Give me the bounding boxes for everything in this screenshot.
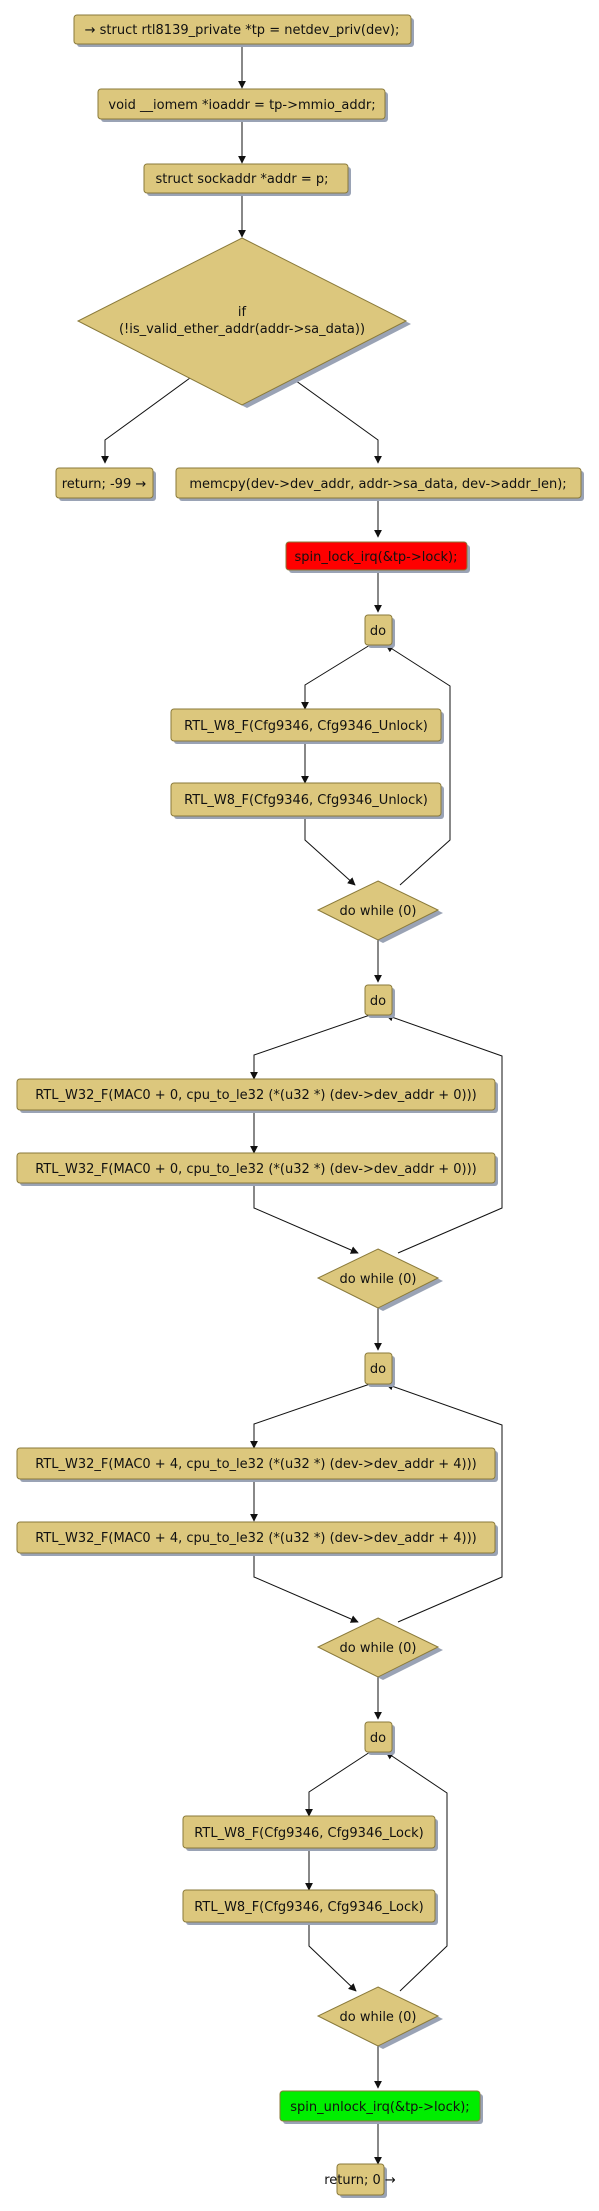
node-netdev-priv: → struct rtl8139_private *tp = netdev_pr… — [73, 14, 412, 45]
node-mac0-0-a: RTL_W32_F(MAC0 + 0, cpu_to_le32 (*(u32 *… — [16, 1078, 496, 1111]
decision-do-while-4: do while (0) — [316, 1986, 440, 2047]
decision-label-if: if — [238, 305, 247, 320]
node-label: do — [370, 624, 386, 639]
node-do-2: do — [364, 984, 393, 1016]
node-return-99: return; -99 → — [55, 467, 154, 499]
decision-label: do while (0) — [340, 1641, 417, 1656]
node-label: do — [370, 1362, 386, 1377]
decision-label: do while (0) — [340, 1272, 417, 1287]
node-spin-unlock: spin_unlock_irq(&tp->lock); — [279, 2090, 481, 2122]
node-label: RTL_W32_F(MAC0 + 0, cpu_to_le32 (*(u32 *… — [35, 1088, 477, 1103]
node-label: RTL_W8_F(Cfg9346, Cfg9346_Lock) — [194, 1900, 423, 1915]
node-label: spin_lock_irq(&tp->lock); — [295, 550, 458, 565]
decision-do-while-1: do while (0) — [316, 880, 440, 941]
node-label: RTL_W8_F(Cfg9346, Cfg9346_Unlock) — [184, 793, 428, 808]
node-label: RTL_W8_F(Cfg9346, Cfg9346_Lock) — [194, 1826, 423, 1841]
flow-edges — [101, 44, 503, 2165]
node-label: RTL_W32_F(MAC0 + 4, cpu_to_le32 (*(u32 *… — [35, 1531, 477, 1546]
node-mac0-4-b: RTL_W32_F(MAC0 + 4, cpu_to_le32 (*(u32 *… — [16, 1521, 496, 1554]
node-lock-b: RTL_W8_F(Cfg9346, Cfg9346_Lock) — [182, 1889, 436, 1923]
node-mac0-0-b: RTL_W32_F(MAC0 + 0, cpu_to_le32 (*(u32 *… — [16, 1152, 496, 1184]
decision-label: do while (0) — [340, 2010, 417, 2025]
decision-label-condition: (!is_valid_ether_addr(addr->sa_data)) — [119, 322, 365, 337]
node-label: void __iomem *ioaddr = tp->mmio_addr; — [108, 98, 375, 113]
node-label: RTL_W32_F(MAC0 + 4, cpu_to_le32 (*(u32 *… — [35, 1457, 477, 1472]
node-ioaddr: void __iomem *ioaddr = tp->mmio_addr; — [97, 88, 386, 120]
node-return-0: return; 0 → — [324, 2163, 396, 2196]
node-memcpy: memcpy(dev->dev_addr, addr->sa_data, dev… — [175, 467, 582, 499]
node-label: memcpy(dev->dev_addr, addr->sa_data, dev… — [189, 477, 566, 492]
node-do-1: do — [364, 614, 393, 646]
decision-do-while-3: do while (0) — [316, 1617, 440, 1678]
node-do-3: do — [364, 1352, 393, 1385]
node-unlock-b: RTL_W8_F(Cfg9346, Cfg9346_Unlock) — [170, 782, 442, 817]
node-label: return; 0 → — [324, 2173, 396, 2188]
node-spin-lock: spin_lock_irq(&tp->lock); — [285, 541, 468, 571]
node-label: spin_unlock_irq(&tp->lock); — [290, 2100, 469, 2115]
node-label: do — [370, 994, 386, 1009]
node-label: do — [370, 1731, 386, 1746]
node-mac0-4-a: RTL_W32_F(MAC0 + 4, cpu_to_le32 (*(u32 *… — [16, 1447, 496, 1480]
node-label: return; -99 → — [62, 477, 147, 492]
node-label: RTL_W8_F(Cfg9346, Cfg9346_Unlock) — [184, 719, 428, 734]
node-sockaddr: struct sockaddr *addr = p; — [143, 163, 349, 194]
node-label: struct sockaddr *addr = p; — [155, 172, 328, 187]
decision-valid-ether-addr: if (!is_valid_ether_addr(addr->sa_data)) — [76, 237, 408, 406]
node-label: → struct rtl8139_private *tp = netdev_pr… — [85, 23, 400, 38]
node-lock-a: RTL_W8_F(Cfg9346, Cfg9346_Lock) — [182, 1815, 436, 1849]
node-label: RTL_W32_F(MAC0 + 0, cpu_to_le32 (*(u32 *… — [35, 1162, 477, 1177]
node-do-4: do — [364, 1721, 393, 1753]
decision-do-while-2: do while (0) — [316, 1248, 440, 1309]
node-unlock-a: RTL_W8_F(Cfg9346, Cfg9346_Unlock) — [170, 708, 442, 742]
decision-label: do while (0) — [340, 904, 417, 919]
